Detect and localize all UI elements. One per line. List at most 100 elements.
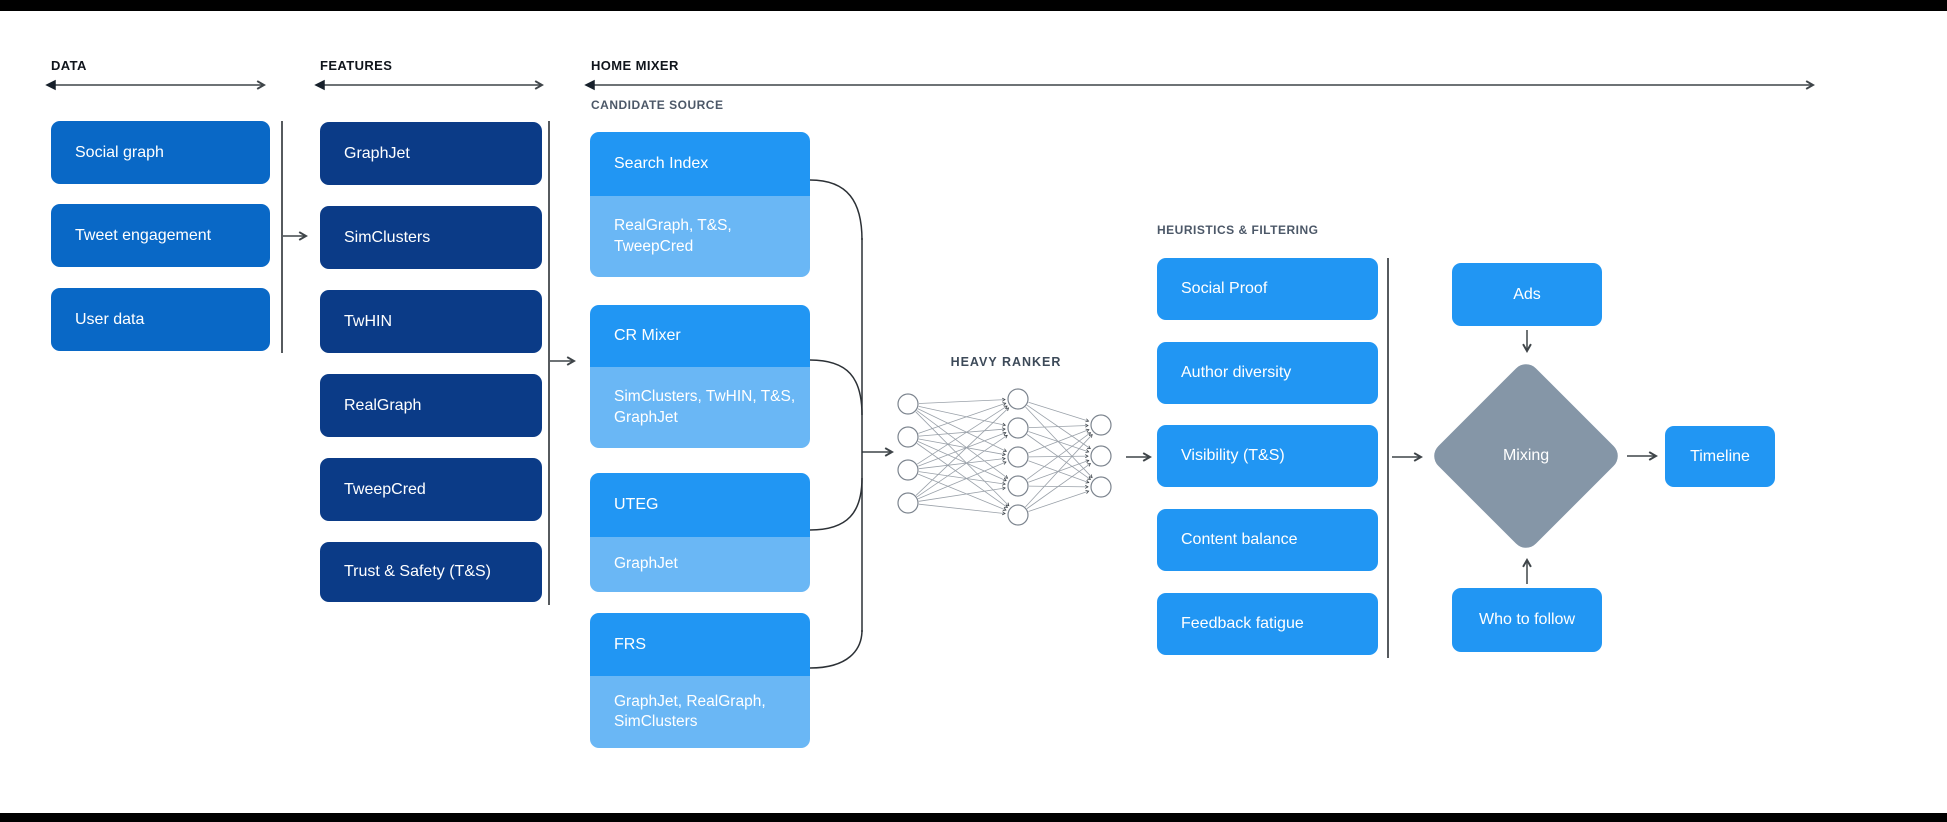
nn-node	[1007, 475, 1029, 497]
top-border-bar	[0, 0, 1947, 11]
box-label: Search Index	[614, 155, 709, 172]
nn-edge	[1028, 401, 1090, 423]
candidate-subsources: GraphJet, RealGraph, SimClusters	[590, 676, 810, 748]
nn-edge	[917, 405, 1008, 465]
heuristic-box-social-proof: Social Proof	[1157, 258, 1378, 320]
candidate-title: CR Mixer	[590, 305, 810, 367]
nn-node	[1007, 446, 1029, 468]
nn-edge	[918, 456, 1006, 470]
nn-edge	[1026, 434, 1092, 480]
nn-edge	[1026, 432, 1092, 480]
box-label: GraphJet, RealGraph, SimClusters	[614, 692, 766, 730]
nn-edge	[915, 407, 1010, 496]
nn-node	[1007, 504, 1029, 526]
candidate-group-uteg: UTEG GraphJet	[590, 473, 810, 592]
nn-edge	[918, 503, 1006, 516]
candidate-subsources: GraphJet	[590, 537, 810, 592]
nn-node	[897, 426, 919, 448]
box-label: GraphJet	[614, 555, 678, 573]
data-box-social-graph: Social graph	[51, 121, 270, 184]
frs-connector	[809, 629, 863, 669]
nn-edge	[1028, 423, 1089, 429]
nn-node	[1090, 476, 1112, 498]
nn-edge	[917, 441, 1007, 482]
nn-edge	[916, 410, 1009, 479]
nn-node	[897, 459, 919, 481]
bottom-border-bar	[0, 813, 1947, 822]
box-label: Social Proof	[1181, 280, 1268, 297]
who-to-follow-box: Who to follow	[1452, 588, 1602, 652]
candidate-title: Search Index	[590, 132, 810, 196]
nn-edge	[915, 411, 1010, 507]
box-label: FRS	[614, 635, 646, 653]
candidate-title: FRS	[590, 613, 810, 676]
nn-edge	[1025, 406, 1093, 479]
ads-box: Ads	[1452, 263, 1602, 326]
nn-edge	[918, 405, 1007, 427]
flow-arrows	[283, 231, 1658, 584]
box-label: Trust & Safety (T&S)	[344, 563, 491, 580]
candidate-subsources: RealGraph, T&S, TweepCred	[590, 196, 810, 277]
box-label: UTEG	[614, 496, 659, 513]
nn-node	[897, 492, 919, 514]
box-label: Author diversity	[1181, 364, 1292, 381]
feature-box-simclusters: SimClusters	[320, 206, 542, 269]
data-box-user-data: User data	[51, 288, 270, 351]
search-index-connector	[809, 179, 863, 241]
heuristic-box-author-diversity: Author diversity	[1157, 342, 1378, 404]
box-label: RealGraph	[344, 396, 422, 414]
timeline-box: Timeline	[1665, 426, 1775, 487]
nn-edge	[917, 408, 1007, 452]
nn-edge	[1028, 490, 1090, 512]
nn-edge	[918, 438, 1006, 457]
cr-mixer-connector	[809, 359, 863, 416]
neural-network-graphic	[897, 388, 1112, 526]
heuristic-box-feedback-fatigue: Feedback fatigue	[1157, 593, 1378, 655]
candidate-connector-curves	[809, 179, 863, 669]
box-label: Who to follow	[1478, 611, 1576, 628]
box-label: Feedback fatigue	[1181, 615, 1304, 632]
heuristic-box-content-balance: Content balance	[1157, 509, 1378, 571]
nn-edge	[1025, 434, 1093, 508]
box-label: CR Mixer	[614, 327, 681, 344]
nn-edge	[918, 486, 1006, 502]
nn-edge	[916, 434, 1008, 498]
nn-node	[897, 393, 919, 415]
feature-box-tweepcred: TweepCred	[320, 458, 542, 521]
nn-node	[1090, 414, 1112, 436]
feature-box-realgraph: RealGraph	[320, 374, 542, 437]
nn-node	[1007, 417, 1029, 439]
nn-edge	[918, 427, 1006, 437]
box-label: Social graph	[75, 143, 164, 161]
candidate-group-cr-mixer: CR Mixer SimClusters, TwHIN, T&S, GraphJ…	[590, 305, 810, 448]
box-label: Timeline	[1690, 447, 1750, 465]
nn-node	[1090, 445, 1112, 467]
data-box-tweet-engagement: Tweet engagement	[51, 204, 270, 267]
box-label: GraphJet	[344, 144, 410, 162]
heavy-ranker-label: HEAVY RANKER	[950, 355, 1062, 369]
nn-edge	[918, 431, 1007, 467]
nn-edge	[917, 461, 1007, 500]
box-label: TwHIN	[344, 312, 392, 330]
heuristics-filtering-label: HEURISTICS & FILTERING	[1157, 223, 1319, 237]
candidate-subsources: SimClusters, TwHIN, T&S, GraphJet	[590, 367, 810, 448]
nn-edge	[918, 471, 1006, 486]
box-label: Tweet engagement	[75, 226, 212, 244]
box-label: SimClusters	[344, 228, 431, 246]
box-label: Visibility (T&S)	[1181, 447, 1285, 464]
box-label: Content balance	[1181, 531, 1298, 548]
candidate-source-label: CANDIDATE SOURCE	[591, 98, 724, 112]
candidate-title: UTEG	[590, 473, 810, 537]
heuristic-box-visibility: Visibility (T&S)	[1157, 425, 1378, 487]
box-label: User data	[75, 310, 145, 328]
candidate-group-search-index: Search Index RealGraph, T&S, TweepCred	[590, 132, 810, 277]
nn-edge	[1026, 463, 1092, 509]
separator-lines	[281, 121, 1389, 658]
box-label: SimClusters, TwHIN, T&S, GraphJet	[614, 388, 796, 426]
home-mixer-section-label: HOME MIXER	[591, 58, 679, 73]
features-section-label: FEATURES	[320, 58, 393, 73]
feature-box-graphjet: GraphJet	[320, 122, 542, 185]
box-label: Ads	[1513, 285, 1541, 303]
